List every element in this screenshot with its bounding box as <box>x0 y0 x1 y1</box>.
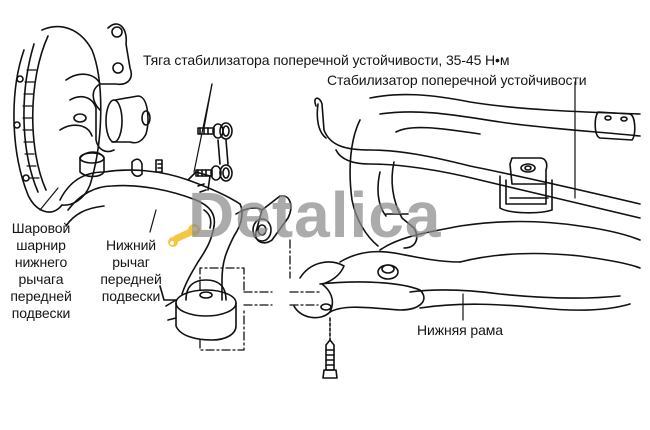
label-line: Шаровой <box>11 220 71 236</box>
mounting-bolt <box>322 317 338 379</box>
label-lower-arm: Нижний рычаг передней подвески <box>94 237 168 305</box>
label-subframe: Нижняя рама <box>417 322 503 338</box>
label-line: подвески <box>11 305 71 321</box>
watermark: Detalica <box>188 179 442 251</box>
label-stabilizer-link: Тяга стабилизатора поперечной устойчивос… <box>143 52 510 68</box>
label-line: передней <box>100 271 162 287</box>
label-stabilizer-bar: Стабилизатор поперечной устойчивости <box>327 72 587 88</box>
stabilizer-link <box>195 122 233 182</box>
label-line: шарнир <box>16 237 66 253</box>
lower-control-arm <box>59 169 243 301</box>
wrench-icon <box>168 224 200 247</box>
stabilizer-bar <box>314 97 641 219</box>
brake-disc <box>13 25 102 213</box>
label-line: подвески <box>101 288 161 304</box>
label-line: передней <box>10 288 72 304</box>
label-line: рычага <box>18 271 64 287</box>
label-ball-joint: Шаровой шарнир нижнего рычага передней п… <box>3 220 79 322</box>
label-line: Нижний <box>105 237 157 253</box>
leader-lines <box>39 81 576 321</box>
label-line: рычаг <box>112 254 150 270</box>
alignment-lines <box>199 239 321 351</box>
label-line: нижнего <box>14 254 68 270</box>
arm-rear-bushing <box>159 279 237 341</box>
steering-knuckle <box>59 23 163 177</box>
lower-subframe <box>293 93 641 319</box>
arm-front-bushing <box>235 195 292 244</box>
